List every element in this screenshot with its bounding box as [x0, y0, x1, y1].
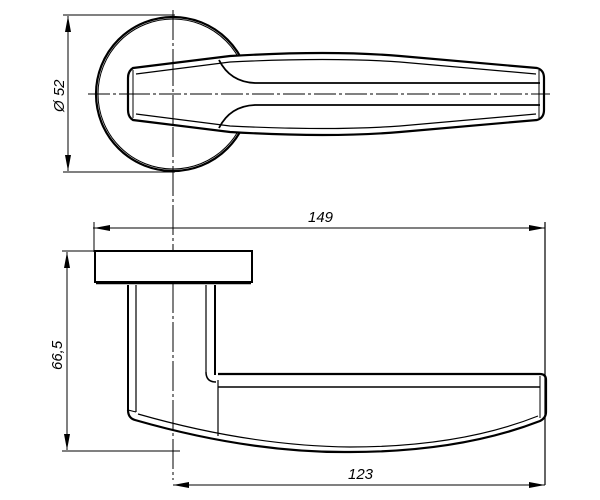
side-view: [62, 222, 548, 488]
rosette-side: [94, 250, 253, 283]
ridge-bottom: [218, 104, 540, 129]
rosette-diameter-label: Ø 52: [51, 79, 68, 113]
lever-side-left-end: [127, 409, 137, 413]
arrow-down: [65, 155, 71, 171]
arrow-up: [65, 16, 71, 32]
arrow-down-height: [64, 434, 70, 450]
lever-inner-top: [135, 58, 537, 75]
ridge-top: [218, 59, 540, 84]
overall-length-label: 149: [308, 209, 334, 226]
lever-inner-bottom: [135, 113, 537, 130]
height-label: 66,5: [49, 340, 66, 370]
arrow-up-height: [64, 252, 70, 268]
lever-side-inner-bottom: [137, 413, 539, 448]
lever-side-outline: [126, 372, 548, 454]
lever-length-label: 123: [348, 466, 374, 483]
arrow-right-123: [529, 482, 545, 488]
arrow-left-123: [173, 482, 189, 488]
front-view: [63, 10, 550, 480]
arrow-left-149: [94, 225, 110, 231]
neck-corner-curve: [205, 371, 217, 383]
arrow-right-149: [529, 225, 545, 231]
